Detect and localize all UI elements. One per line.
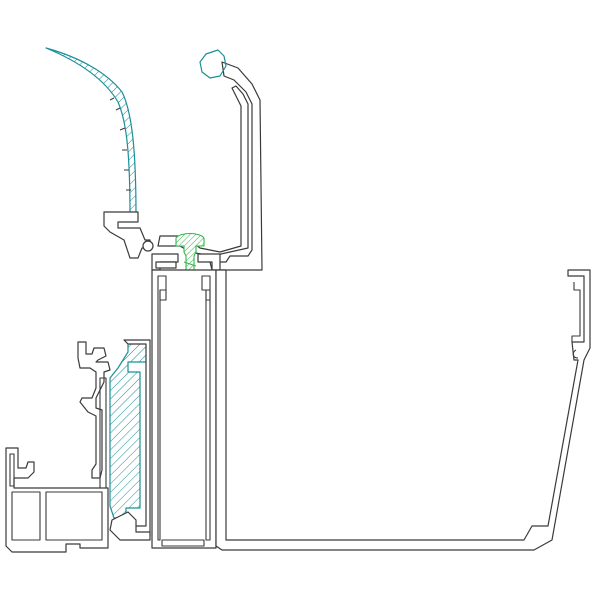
glazing-gasket bbox=[199, 49, 227, 79]
curved-glazing-cover bbox=[45, 47, 137, 216]
lower-frame-box bbox=[5, 447, 109, 553]
glazing-bead bbox=[157, 49, 263, 271]
cover-clip bbox=[103, 211, 154, 259]
gutter-channel bbox=[215, 269, 591, 551]
central-mullion-tube bbox=[151, 269, 217, 549]
insulating-strip bbox=[109, 339, 151, 541]
mullion-top-plate bbox=[151, 253, 221, 271]
